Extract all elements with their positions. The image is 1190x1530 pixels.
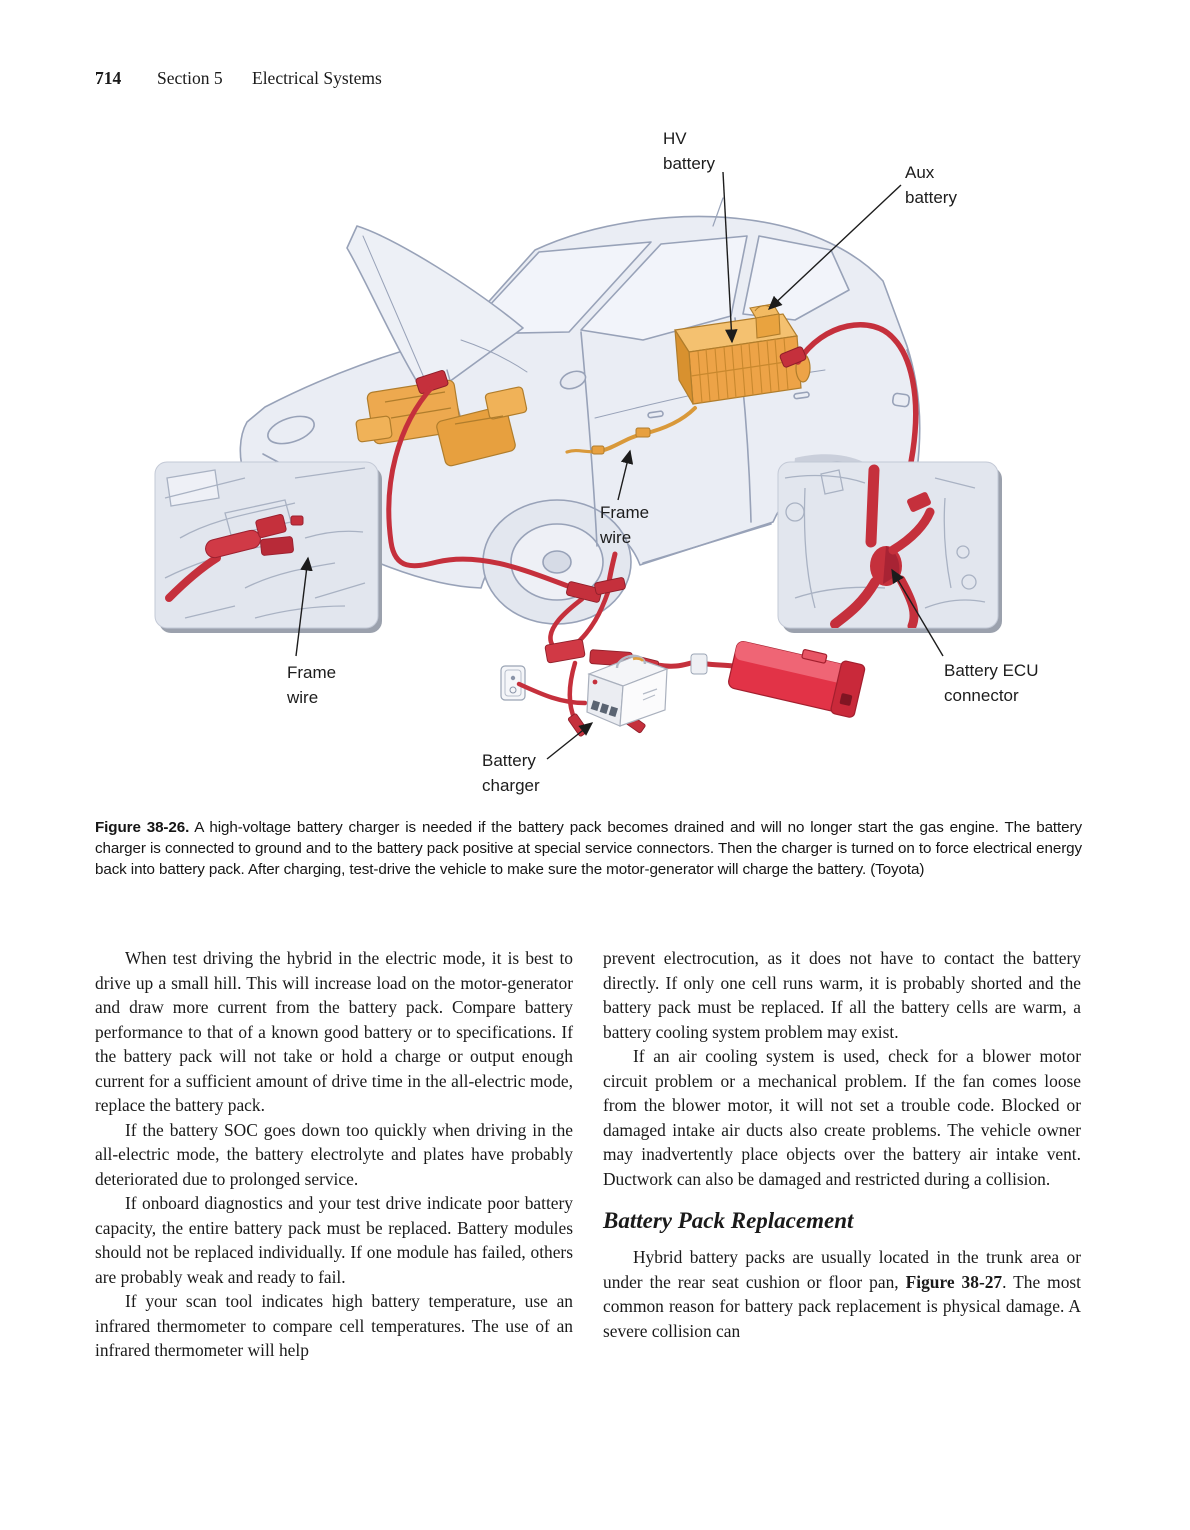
callout-frame-wire-mid: Frame wire: [600, 503, 650, 547]
body-paragraph: When test driving the hybrid in the elec…: [95, 948, 573, 1115]
callout-aux-battery: Aux battery: [905, 163, 957, 207]
page-number: 714: [95, 68, 122, 88]
body-paragraph: prevent electrocution, as it does not ha…: [603, 948, 1081, 1042]
body-paragraph: Hybrid battery packs are usually located…: [603, 1245, 1081, 1343]
door-window: [580, 235, 748, 341]
battery-ecu-module: [728, 641, 866, 718]
hv-battery-arrow: [722, 171, 738, 344]
body-paragraph: If onboard diagnostics and your test dri…: [95, 1193, 573, 1287]
inset-left-engine: [154, 461, 382, 633]
windshield: [462, 241, 652, 335]
callout-hv-battery: HV battery: [663, 129, 715, 173]
paragraph-text: Hybrid battery packs are usually located…: [603, 1247, 1081, 1292]
engine-cable-clamp: [415, 370, 449, 394]
body-paragraph: If the battery SOC goes down too quickly…: [95, 1119, 573, 1189]
figure-caption: Figure 38-26. A high-voltage battery cha…: [95, 818, 1082, 880]
aux-battery-arrow: [767, 184, 902, 310]
antenna: [712, 197, 724, 227]
figure-reference: Figure 38-27: [905, 1271, 1003, 1292]
running-header: 714 Section 5 Electrical Systems: [95, 68, 1095, 94]
section-title: Electrical Systems: [252, 68, 382, 88]
callout-arrows: [295, 171, 944, 760]
body-paragraph: If an air cooling system is used, check …: [603, 1046, 1081, 1189]
frame-wire-harness: [565, 406, 697, 455]
figure-caption-text: A high-voltage battery charger is needed…: [95, 819, 1082, 878]
right-column: prevent electrocution, as it does not ha…: [603, 946, 1081, 1343]
fuel-door: [891, 392, 911, 408]
cable-junction-connectors: [544, 577, 708, 737]
inline-connector: [690, 653, 708, 675]
frame-wire-mid-arrow: [617, 449, 634, 501]
callout-battery-charger: Battery charger: [482, 751, 540, 795]
left-column: When test driving the hybrid in the elec…: [95, 946, 573, 1363]
engine-components: [355, 379, 528, 467]
headlight: [267, 415, 315, 445]
callout-frame-wire-left: Frame wire: [287, 663, 337, 707]
section-label: Section 5: [157, 68, 223, 88]
figure-caption-number: Figure 38-26.: [95, 819, 190, 836]
body-paragraph: If your scan tool indicates high battery…: [95, 1291, 573, 1360]
hybrid-charging-diagram: [154, 171, 1002, 760]
rear-cable-connector: [779, 346, 807, 368]
battery-charger-arrow: [546, 722, 594, 760]
charger-buttons: [590, 700, 618, 717]
figure-38-26: HV battery Aux battery Frame wire Frame …: [95, 118, 1095, 816]
inset-right-ecu: [777, 461, 1002, 633]
frame-wire-clamp: [205, 514, 304, 559]
open-hood: [346, 225, 524, 399]
side-mirror: [559, 370, 587, 390]
battery-charger-box: [586, 654, 669, 727]
wall-outlet: [500, 665, 588, 706]
section-heading: Battery Pack Replacement: [603, 1208, 854, 1233]
inset-left-cable: [165, 554, 221, 602]
charger-indicator: [592, 679, 598, 685]
battery-ecu-arrow: [891, 568, 944, 657]
callout-battery-ecu: Battery ECU connector: [944, 661, 1039, 705]
paragraph-text: . The most common reason for battery pac…: [603, 1271, 1082, 1341]
frame-wire-left-arrow: [295, 556, 313, 657]
